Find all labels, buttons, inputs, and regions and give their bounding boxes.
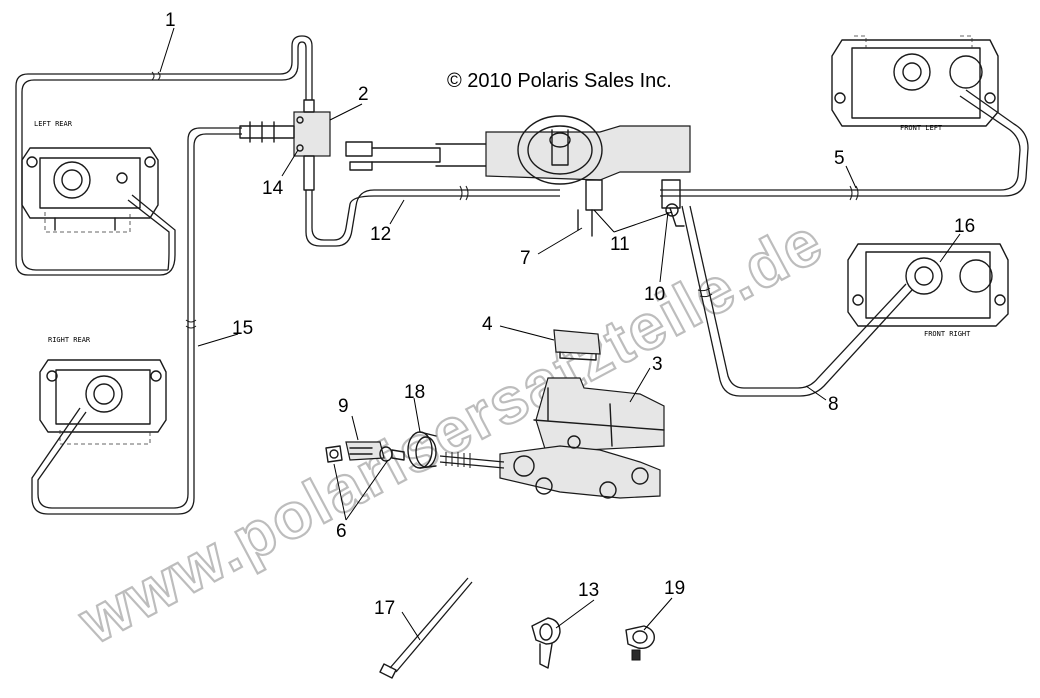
callout-14: 14	[262, 178, 284, 199]
callout-18: 18	[404, 382, 425, 403]
callout-9: 9	[338, 396, 349, 417]
reservoir-cap	[553, 329, 601, 361]
clip-19	[625, 625, 655, 661]
callout-leaders	[159, 27, 961, 641]
brake-line-12	[305, 185, 560, 247]
brake-line-5	[660, 89, 1029, 201]
brake-line-8	[681, 205, 913, 397]
master-cylinder-exploded	[439, 377, 665, 499]
boot	[407, 431, 437, 469]
clevis	[325, 441, 405, 463]
caliper-front-right: FRONT RIGHT	[847, 243, 1009, 338]
callout-6: 6	[336, 521, 347, 542]
caliper-label-right-rear: RIGHT REAR	[48, 336, 91, 344]
callout-12: 12	[370, 224, 391, 245]
caliper-right-rear: RIGHT REAR	[39, 336, 167, 445]
callout-4: 4	[482, 314, 493, 335]
caliper-label-left-rear: LEFT REAR	[34, 120, 73, 128]
brake-line-1	[15, 35, 313, 276]
brake-line-15	[31, 127, 242, 515]
callout-8: 8	[828, 394, 839, 415]
callout-11: 11	[610, 234, 630, 255]
callout-7: 7	[520, 248, 531, 269]
caliper-label-front-right: FRONT RIGHT	[924, 330, 971, 338]
callout-5: 5	[834, 148, 845, 169]
callout-1: 1	[165, 10, 176, 31]
fitting	[669, 207, 685, 227]
callout-2: 2	[358, 84, 369, 105]
caliper-label-front-left: FRONT LEFT	[900, 124, 943, 132]
callout-16: 16	[954, 216, 975, 237]
caliper-front-left: FRONT LEFT	[831, 35, 999, 132]
callout-10: 10	[644, 284, 665, 305]
copyright-text: © 2010 Polaris Sales Inc.	[447, 70, 672, 92]
callout-19: 19	[664, 578, 685, 599]
callout-13: 13	[578, 580, 599, 601]
callout-17: 17	[374, 598, 395, 619]
master-cylinder-installed	[345, 115, 691, 237]
caliper-left-rear: LEFT REAR	[21, 120, 159, 233]
callout-numbers: 1 2 3 4 5 6 7 8 9 10 11 12 13 14 15 16 1…	[165, 10, 975, 619]
callout-15: 15	[232, 318, 253, 339]
junction-block	[239, 99, 331, 191]
clip-13	[531, 617, 561, 669]
watermark: www.polarisersatzteile.de	[67, 204, 835, 658]
tie-strap	[379, 577, 473, 679]
callout-3: 3	[652, 354, 663, 375]
